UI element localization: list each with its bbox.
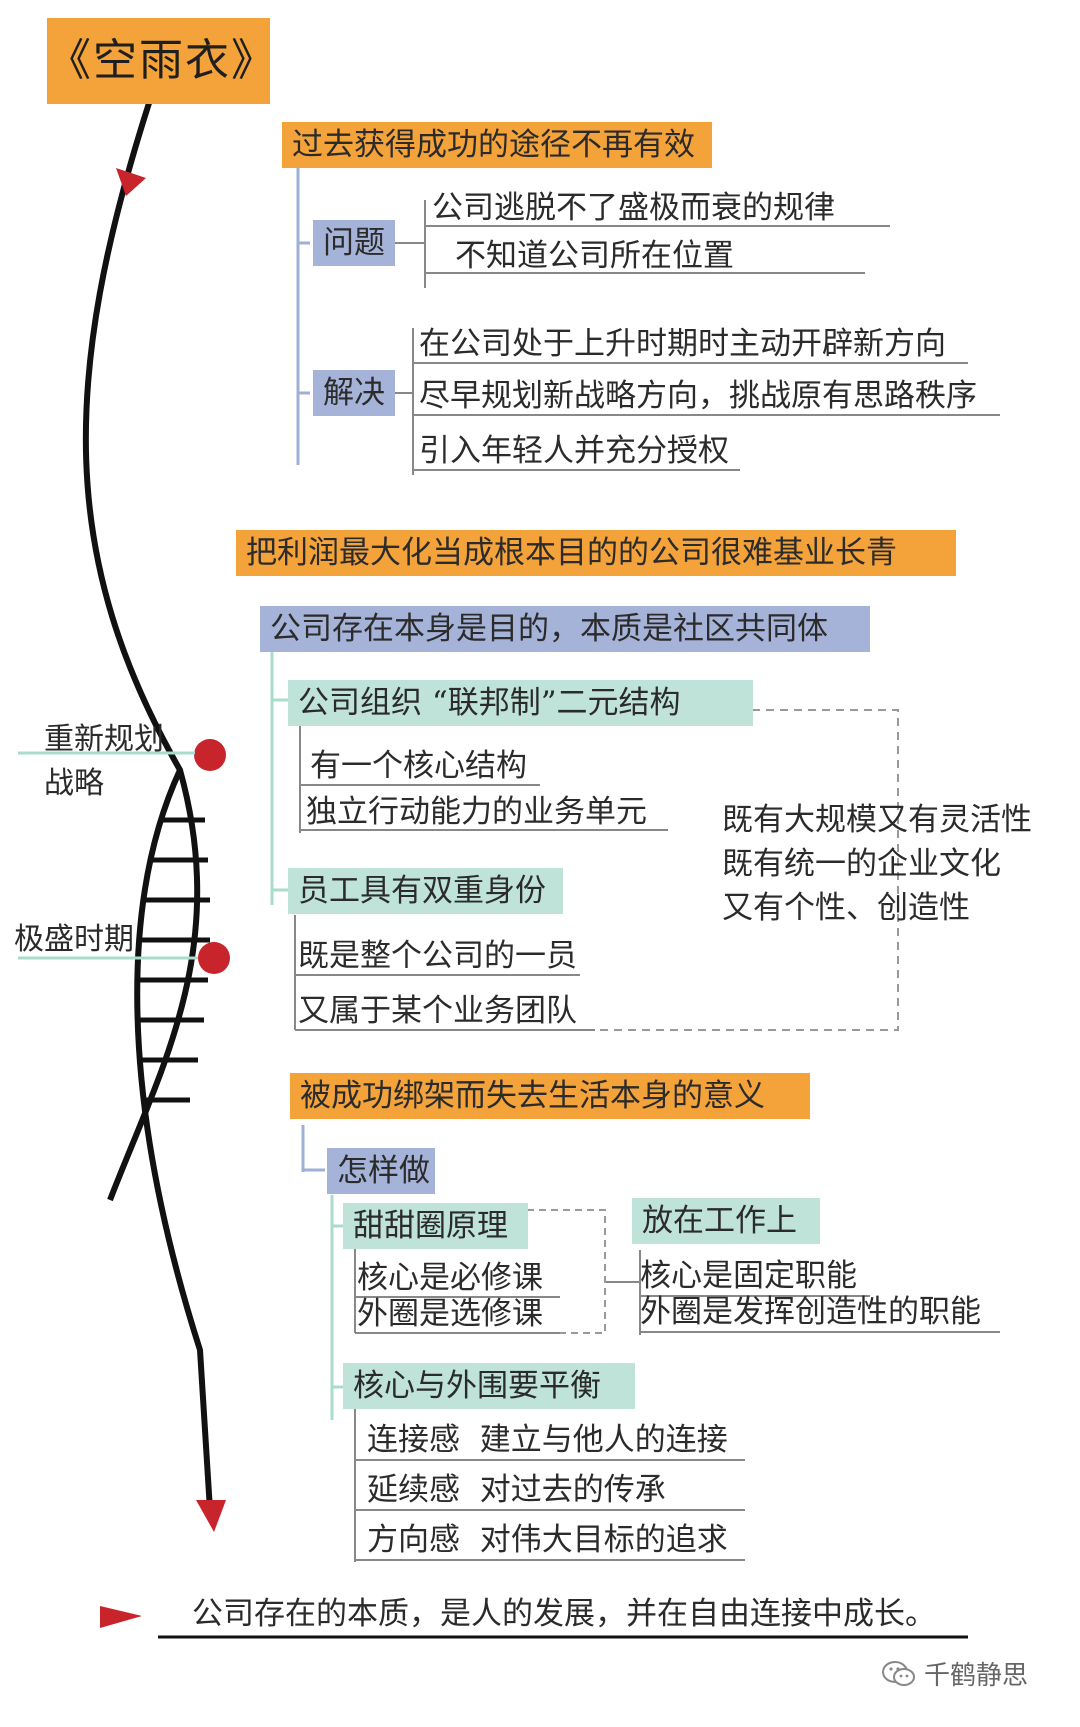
dual-item-2: 又属于某个业务团队 [298,993,577,1029]
problem-item-1: 公司逃脱不了盛极而衰的规律 [432,190,835,226]
federal-label: 公司组织 “联邦制”二元结构 [288,680,753,726]
section3-heading: 被成功绑架而失去生活本身的意义 [290,1073,810,1119]
side-label-replan-line2: 战略 [44,766,104,801]
problem-label: 问题 [313,220,395,266]
footer-conclusion: 公司存在的本质，是人的发展，并在自由连接中成长。 [192,1596,936,1632]
dual-label: 员工具有双重身份 [288,868,563,914]
summary-line-3: 又有个性、创造性 [722,890,970,926]
ladder-rungs [140,817,210,1103]
spine-curve-2 [134,768,213,1511]
federal-item-2: 独立行动能力的业务单元 [306,794,647,830]
replan-dot [194,739,226,771]
solution-item-2: 尽早规划新战略方向，挑战原有思路秩序 [419,378,977,414]
section2-heading: 把利润最大化当成根本目的的公司很难基业长青 [236,530,956,576]
balance-item-3: 方向感 对伟大目标的追求 [367,1522,728,1558]
dual-item-1: 既是整个公司的一员 [298,938,577,974]
solution-item-3: 引入年轻人并充分授权 [419,433,729,469]
section1-heading: 过去获得成功的途径不再有效 [282,122,712,168]
arrowhead-bottom [196,1500,226,1532]
spine-curve [82,99,201,1202]
footer-arrow [100,1606,142,1628]
solution-label: 解决 [313,370,395,416]
federal-item-1: 有一个核心结构 [310,748,527,784]
wechat-icon [882,1660,915,1686]
work-item-1: 核心是固定职能 [640,1258,857,1294]
donut-item-2: 外圈是选修课 [357,1296,543,1332]
arrowhead-top [116,168,146,196]
side-label-replan-line1: 重新规划 [44,722,164,757]
peak-dot [198,942,230,974]
page-title: 《空雨衣》 [47,18,275,104]
work-label: 放在工作上 [632,1198,820,1244]
summary-line-2: 既有统一的企业文化 [722,846,1001,882]
donut-label: 甜甜圈原理 [343,1203,528,1249]
donut-item-1: 核心是必修课 [357,1260,543,1296]
how-label: 怎样做 [327,1148,435,1194]
balance-label: 核心与外围要平衡 [343,1363,635,1409]
side-label-peak: 极盛时期 [14,922,134,957]
solution-item-1: 在公司处于上升时期时主动开辟新方向 [419,326,946,362]
balance-item-2: 延续感 对过去的传承 [367,1472,666,1508]
watermark: 千鹤静思 [882,1655,1028,1692]
problem-item-2: 不知道公司所在位置 [455,238,734,274]
balance-item-1: 连接感 建立与他人的连接 [367,1422,728,1458]
work-item-2: 外圈是发挥创造性的职能 [640,1294,981,1330]
watermark-text: 千鹤静思 [924,1661,1029,1691]
section2-sub: 公司存在本身是目的，本质是社区共同体 [260,606,870,652]
summary-line-1: 既有大规模又有灵活性 [722,802,1032,838]
